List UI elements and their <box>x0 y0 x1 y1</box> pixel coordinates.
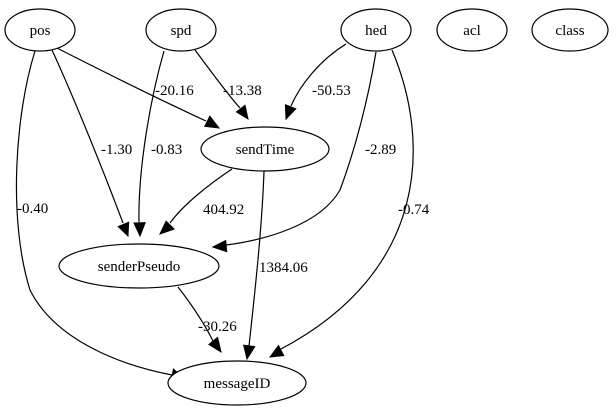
edge-label: -20.16 <box>155 83 194 99</box>
arrowhead <box>211 239 228 253</box>
node-label: pos <box>30 23 51 39</box>
arrowhead <box>208 336 222 354</box>
edge-line <box>169 168 233 224</box>
edge-label: -1.30 <box>101 142 132 158</box>
arrowhead <box>243 344 256 361</box>
node-ellipse <box>58 243 220 289</box>
edge-spd-sendTime: -13.38 <box>194 49 262 121</box>
edge-line <box>290 43 347 107</box>
arrowhead <box>204 115 221 129</box>
node-sendTime: sendTime <box>200 126 330 172</box>
edge-line <box>177 286 214 342</box>
arrowhead <box>117 221 130 238</box>
edge-pos-sendTime: -20.16 <box>52 45 221 129</box>
node-label: sendTime <box>236 142 295 158</box>
node-messageID: messageID <box>167 360 307 406</box>
edge-label: -30.26 <box>198 319 237 335</box>
node-label: senderPseudo <box>98 259 181 275</box>
arrowhead <box>284 104 297 121</box>
edge-label: -50.53 <box>312 83 351 99</box>
node-ellipse <box>340 8 412 52</box>
edge-line <box>138 50 165 223</box>
node-ellipse <box>200 126 330 172</box>
node-label: class <box>555 23 584 39</box>
edge-hed-senderPseudo: -2.89 <box>211 51 396 253</box>
edge-line <box>51 49 124 224</box>
edge-label: -2.89 <box>365 142 396 158</box>
edge-label: -13.38 <box>223 83 262 99</box>
arrowhead <box>159 220 176 235</box>
edge-label: 404.92 <box>203 202 244 218</box>
node-ellipse <box>167 360 307 406</box>
arrowhead <box>268 344 285 358</box>
node-label: hed <box>365 23 387 39</box>
node-label: messageID <box>204 376 271 392</box>
edge-label: 1384.06 <box>259 260 308 276</box>
node-ellipse <box>145 8 217 52</box>
arrowhead <box>133 222 146 238</box>
node-hed: hed <box>340 8 412 52</box>
edge-sendTime-senderPseudo: 404.92 <box>159 168 244 235</box>
edge-line <box>280 49 414 350</box>
node-senderPseudo: senderPseudo <box>58 243 220 289</box>
edge-senderPseudo-messageID: -30.26 <box>177 286 237 354</box>
arrowhead <box>235 104 249 121</box>
edge-label: -0.40 <box>17 201 48 217</box>
edge-pos-senderPseudo: -1.30 <box>51 49 132 238</box>
edge-spd-senderPseudo: -0.83 <box>133 50 182 238</box>
node-spd: spd <box>145 8 217 52</box>
edge-line <box>15 50 173 376</box>
node-class: class <box>531 8 609 52</box>
edge-pos-messageID: -0.40 <box>15 50 187 381</box>
edge-line <box>248 170 265 347</box>
node-acl: acl <box>436 8 508 52</box>
node-label: spd <box>171 23 192 39</box>
edge-label: -0.74 <box>398 202 430 218</box>
edge-line <box>194 49 241 109</box>
edge-hed-sendTime: -50.53 <box>284 43 351 121</box>
node-ellipse <box>531 8 609 52</box>
edge-sendTime-messageID: 1384.06 <box>243 170 308 361</box>
node-ellipse <box>436 8 508 52</box>
edge-label: -0.83 <box>151 142 182 158</box>
node-label: acl <box>463 23 480 39</box>
node-pos: pos <box>4 8 76 52</box>
edge-line <box>52 45 207 122</box>
edge-line <box>225 51 377 246</box>
edge-hed-messageID: -0.74 <box>268 49 430 358</box>
node-ellipse <box>4 8 76 52</box>
